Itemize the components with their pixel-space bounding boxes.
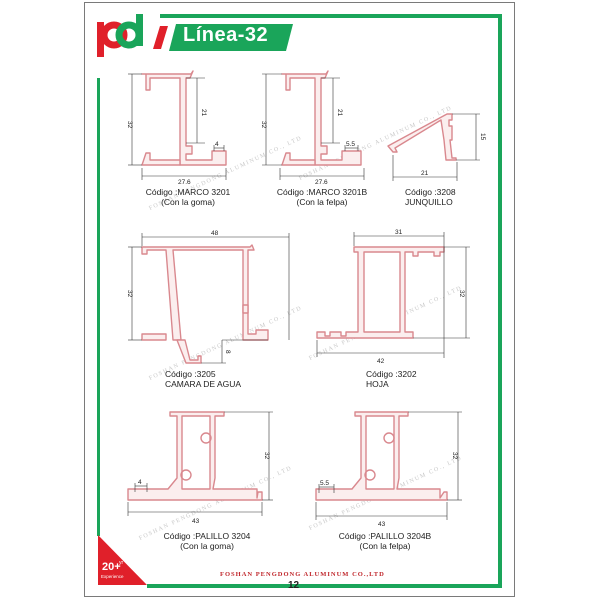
svg-text:5.5: 5.5	[346, 141, 355, 148]
profile-code: Código :PALILLO 3204B	[338, 531, 432, 541]
profile-description: JUNQUILLO	[405, 197, 453, 207]
svg-text:43: 43	[378, 521, 386, 528]
company-logo	[97, 14, 143, 57]
experience-badge-unit: yr	[119, 560, 124, 566]
svg-text:21: 21	[200, 109, 207, 117]
profile-description: (Con la felpa)	[359, 541, 411, 551]
svg-text:21: 21	[336, 109, 343, 117]
profile-caption-3208: Código :3208 JUNQUILLO	[405, 187, 456, 207]
profile-description: (Con la goma)	[180, 541, 234, 551]
profile-marco-3201b-drawing	[281, 70, 362, 166]
profile-description: HOJA	[366, 379, 389, 389]
svg-text:4: 4	[215, 141, 219, 148]
profile-caption-3202: Código :3202 HOJA	[366, 369, 417, 389]
profile-code: Código :3208	[405, 187, 456, 197]
profile-description: (Con la felpa)	[296, 197, 348, 207]
experience-badge-number: 20+	[102, 561, 121, 573]
profile-caption-3205: Código :3205 CAMARA DE AGUA	[165, 369, 241, 389]
svg-text:8: 8	[224, 350, 231, 354]
profile-caption-3204b: Código :PALILLO 3204B (Con la felpa)	[339, 531, 431, 551]
svg-text:32: 32	[263, 452, 270, 460]
svg-text:32: 32	[260, 121, 267, 129]
profile-camara-3205-drawing	[141, 244, 269, 364]
profile-code: Código :PALILLO 3204	[163, 531, 251, 541]
experience-badge-label: Experience	[101, 574, 124, 579]
svg-text:27.6: 27.6	[178, 179, 191, 186]
profile-code: Código :3202	[366, 369, 417, 379]
page-frame	[97, 14, 502, 588]
svg-text:42: 42	[377, 358, 385, 365]
profile-junquillo-3208-drawing	[387, 113, 457, 161]
dimension-labels: 32 21 4 27.6 32 21 5.5 27.6 15 21 48 32 …	[126, 109, 486, 528]
profile-code: Código :3205	[165, 369, 216, 379]
profile-palillo-3204b-drawing	[315, 411, 448, 501]
svg-text:15: 15	[479, 133, 486, 141]
svg-text:32: 32	[458, 290, 465, 298]
profile-code: Código :MARCO 3201B	[276, 187, 368, 197]
svg-text:5.5: 5.5	[320, 480, 329, 487]
svg-text:32: 32	[126, 121, 133, 129]
experience-badge-shape	[98, 535, 147, 585]
page-number: 12	[288, 580, 300, 591]
page-title: Línea-32	[183, 24, 269, 46]
profile-caption-3201b: Código :MARCO 3201B (Con la felpa)	[277, 187, 367, 207]
svg-text:48: 48	[211, 230, 219, 237]
profile-description: (Con la goma)	[161, 197, 215, 207]
svg-text:43: 43	[192, 518, 200, 525]
svg-text:27.6: 27.6	[315, 179, 328, 186]
svg-text:4: 4	[138, 479, 142, 486]
dimension-lines	[127, 73, 480, 520]
profile-code: Código :MARCO 3201	[145, 187, 231, 197]
profile-palillo-3204-drawing	[127, 411, 263, 501]
title-banner	[153, 24, 293, 51]
profile-caption-3204: Código :PALILLO 3204 (Con la goma)	[164, 531, 251, 551]
svg-text:32: 32	[451, 452, 458, 460]
svg-text:32: 32	[126, 290, 133, 298]
svg-text:31: 31	[395, 229, 403, 236]
profile-description: CAMARA DE AGUA	[165, 379, 242, 389]
profile-hoja-3202-drawing	[316, 246, 445, 339]
footer-company-name: FOSHAN PENGDONG ALUMINUM CO.,LTD	[220, 571, 385, 578]
profile-caption-3201: Código :MARCO 3201 (Con la goma)	[146, 187, 231, 207]
svg-text:21: 21	[421, 170, 429, 177]
profile-marco-3201-drawing	[141, 70, 227, 166]
